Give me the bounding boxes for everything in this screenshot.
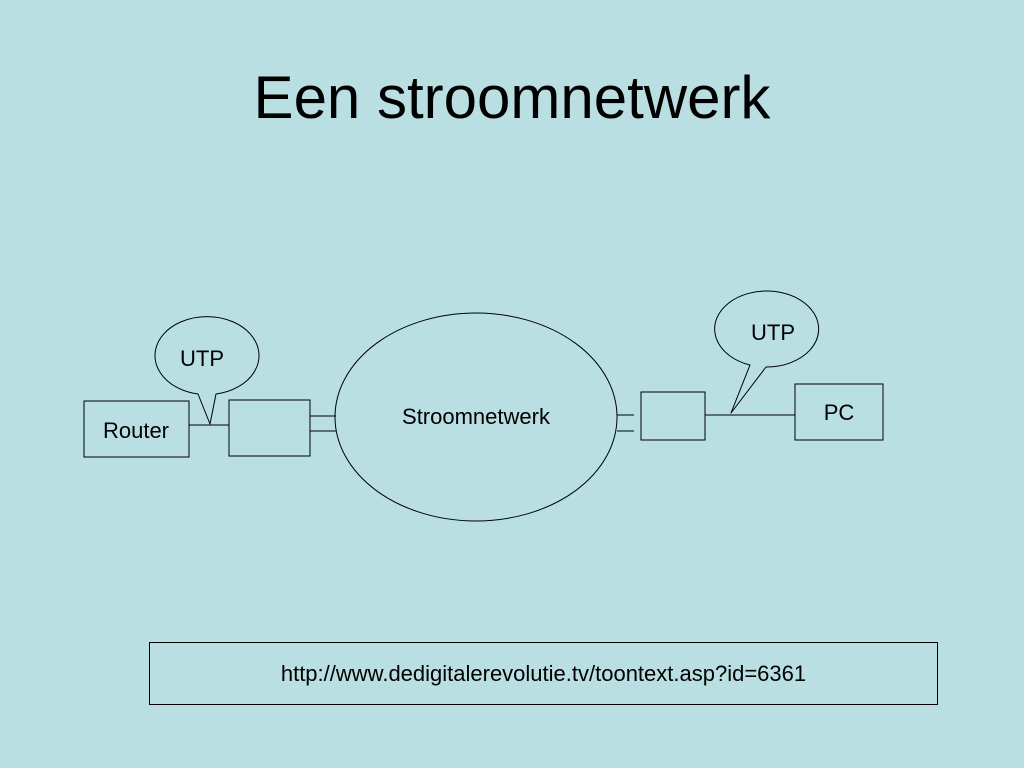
connection-lines (189, 414, 795, 432)
router-label: Router (103, 418, 169, 443)
pc-label: PC (824, 400, 855, 425)
source-link[interactable]: http://www.dedigitalerevolutie.tv/toonte… (280, 660, 807, 686)
source-link-box: http://www.dedigitalerevolutie.tv/toonte… (149, 642, 938, 705)
power-network-label: Stroomnetwerk (402, 404, 551, 429)
power-network-ellipse (334, 312, 618, 522)
utp-callout-left: UTP (154, 316, 260, 425)
utp-callout-left-bubble (154, 316, 260, 425)
left-powerline-adapter (228, 399, 311, 457)
power-network-node: Stroomnetwerk (334, 312, 618, 522)
utp-callout-right-label: UTP (751, 320, 795, 345)
router-box (83, 400, 190, 458)
utp-callout-left-label: UTP (180, 346, 224, 371)
utp-callout-right-bubble (714, 290, 820, 414)
utp-callout-right: UTP (714, 290, 820, 414)
slide-title: Een stroomnetwerk (253, 64, 771, 131)
pc-node: PC (794, 383, 884, 441)
router-node: Router (83, 400, 190, 458)
pc-box (794, 383, 884, 441)
right-powerline-adapter (640, 391, 706, 441)
